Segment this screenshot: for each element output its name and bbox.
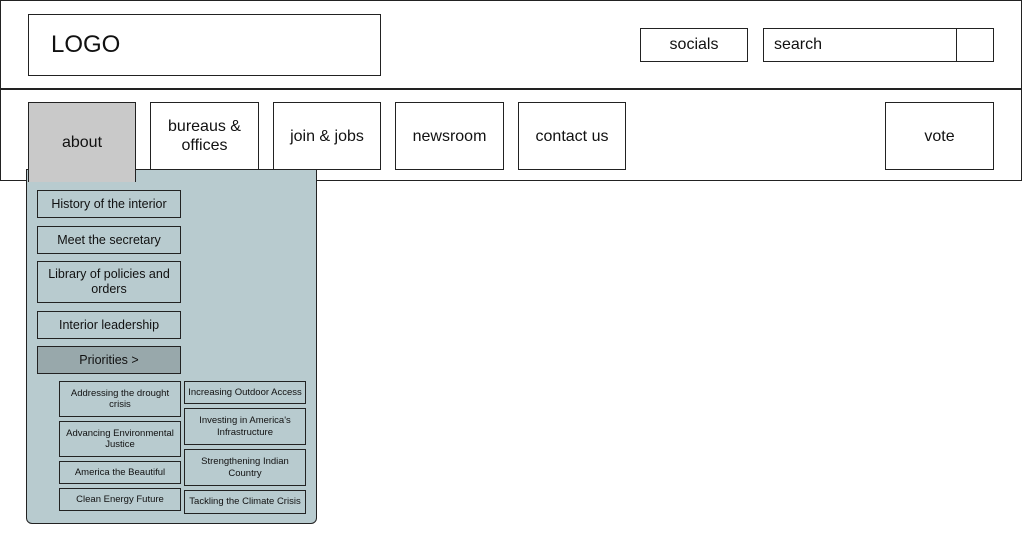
nav-item-join-jobs[interactable]: join & jobs bbox=[273, 102, 381, 170]
dropdown-item-priorities[interactable]: Priorities > bbox=[37, 346, 181, 374]
socials-label: socials bbox=[669, 36, 719, 53]
dropdown-item-label: Library of policies and orders bbox=[48, 267, 170, 296]
priority-item-infrastructure[interactable]: Investing in America's Infrastructure bbox=[184, 408, 306, 445]
logo-text: LOGO bbox=[51, 31, 121, 58]
priority-item-drought[interactable]: Addressing the drought crisis bbox=[59, 381, 181, 417]
priority-label: Increasing Outdoor Access bbox=[188, 386, 302, 398]
dropdown-item-label: Interior leadership bbox=[58, 317, 160, 332]
nav-item-vote[interactable]: vote bbox=[885, 102, 994, 170]
priority-item-clean-energy[interactable]: Clean Energy Future bbox=[59, 488, 181, 511]
dropdown-item-label: Meet the secretary bbox=[57, 232, 161, 247]
logo[interactable]: LOGO bbox=[28, 14, 381, 76]
priority-item-climate-crisis[interactable]: Tackling the Climate Crisis bbox=[184, 490, 306, 514]
priority-item-america-beautiful[interactable]: America the Beautiful bbox=[59, 461, 181, 484]
nav-item-bureaus-offices[interactable]: bureaus & offices bbox=[150, 102, 259, 170]
nav-label: vote bbox=[924, 127, 955, 145]
nav-item-contact-us[interactable]: contact us bbox=[518, 102, 626, 170]
dropdown-item-label: History of the interior bbox=[51, 196, 167, 211]
dropdown-item-label: Priorities > bbox=[79, 352, 139, 367]
nav-item-about[interactable]: about bbox=[28, 102, 136, 182]
search-input[interactable]: search bbox=[763, 27, 994, 62]
dropdown-item-history[interactable]: History of the interior bbox=[37, 190, 181, 218]
dropdown-item-leadership[interactable]: Interior leadership bbox=[37, 311, 181, 339]
nav-label: bureaus & offices bbox=[168, 118, 241, 154]
priority-label: Addressing the drought crisis bbox=[70, 387, 170, 411]
priority-label: Advancing Environmental Justice bbox=[66, 427, 174, 451]
priority-item-indian-country[interactable]: Strengthening Indian Country bbox=[184, 449, 306, 486]
nav-label: contact us bbox=[535, 127, 609, 145]
dropdown-item-secretary[interactable]: Meet the secretary bbox=[37, 226, 181, 254]
priority-label: Tackling the Climate Crisis bbox=[189, 496, 301, 508]
priority-item-environmental-justice[interactable]: Advancing Environmental Justice bbox=[59, 421, 181, 457]
dropdown-item-library[interactable]: Library of policies and orders bbox=[37, 261, 181, 303]
nav-label: join & jobs bbox=[290, 127, 364, 145]
nav-label: about bbox=[61, 134, 103, 151]
priority-label: Strengthening Indian Country bbox=[201, 456, 289, 479]
priority-label: America the Beautiful bbox=[74, 466, 166, 478]
nav-item-newsroom[interactable]: newsroom bbox=[395, 102, 504, 170]
priority-item-outdoor-access[interactable]: Increasing Outdoor Access bbox=[184, 381, 306, 404]
search-placeholder: search bbox=[774, 36, 823, 53]
search-button[interactable] bbox=[956, 27, 993, 62]
nav-label: newsroom bbox=[412, 127, 487, 145]
priority-label: Investing in America's Infrastructure bbox=[199, 415, 291, 438]
about-dropdown-menu: History of the interior Meet the secreta… bbox=[26, 169, 317, 524]
socials-button[interactable]: socials bbox=[640, 28, 748, 62]
priority-label: Clean Energy Future bbox=[76, 493, 164, 505]
